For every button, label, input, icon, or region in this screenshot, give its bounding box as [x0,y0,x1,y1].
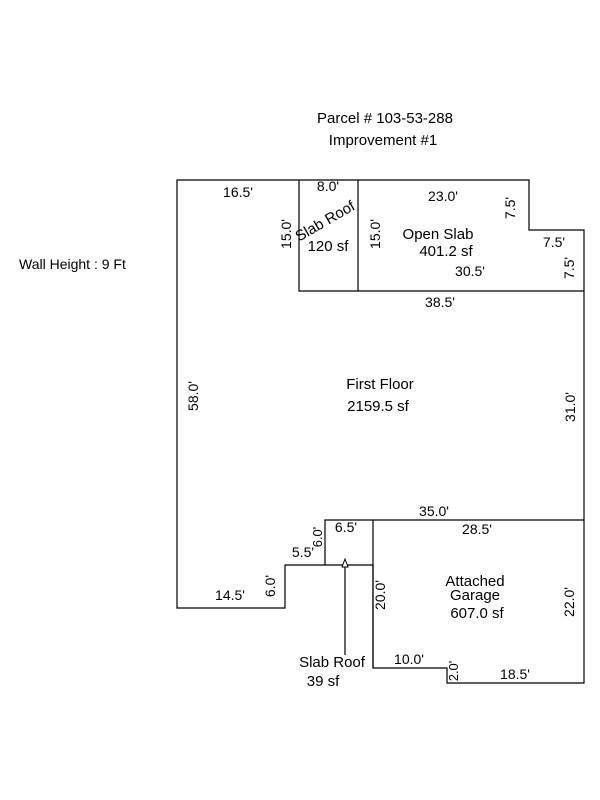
wall-height-label: Wall Height : 9 Ft [19,256,126,272]
dim-right-step-h: 7.5' [543,234,565,250]
dim-top-left: 16.5' [223,184,253,200]
dim-slab-top: 8.0' [317,178,339,194]
garage-area: 607.0 sf [450,605,504,622]
slab-roof-top-boundary [298,180,584,292]
first-floor-label: First Floor [346,376,414,393]
dim-notch-step: 5.5' [292,544,314,560]
dim-garage-top-outer: 35.0' [419,503,449,519]
dim-garage-left: 20.0' [372,580,388,610]
open-slab-label: Open Slab [403,226,474,243]
garage-label-line1: Attached [445,573,504,590]
open-slab-area: 401.2 sf [419,243,473,260]
parcel-number: Parcel # 103-53-288 [317,110,453,127]
garage-top-boundary [324,519,584,565]
dim-garage-bottom-left: 10.0' [394,651,424,667]
dim-notch-top: 6.5' [335,519,357,535]
slab-roof-pointer-arrowhead [341,557,349,568]
improvement-label: Improvement #1 [329,132,437,149]
slab-roof-top-area: 120 sf [308,238,350,255]
building-outline [176,179,585,684]
dim-right-step-v2: 7.5' [561,257,577,279]
dim-slab-left: 15.0' [278,219,294,249]
dim-bottom-left-v: 6.0' [262,575,278,597]
dim-bottom-left: 14.5' [215,587,245,603]
dim-garage-right: 22.0' [561,587,577,617]
dim-garage-bottom-step: 2.0' [446,661,461,682]
dim-open-top: 23.0' [428,188,458,204]
dim-right-step-v: 7.5' [502,197,518,219]
slab-roof-bottom-label: Slab Roof [299,654,366,671]
garage-label-line2: Garage [450,587,500,604]
dim-right-side: 31.0' [562,392,578,422]
dim-left-side: 58.0' [185,381,201,411]
dim-garage-bottom-right: 18.5' [500,666,530,682]
slab-roof-bottom-area: 39 sf [307,673,340,690]
dim-open-left: 15.0' [367,219,383,249]
dim-mid-horizontal: 38.5' [425,294,455,310]
first-floor-area: 2159.5 sf [347,398,410,415]
dim-notch-left: 6.0' [310,527,325,548]
dim-open-bottom: 30.5' [455,263,485,279]
dim-garage-top-inner: 28.5' [462,521,492,537]
